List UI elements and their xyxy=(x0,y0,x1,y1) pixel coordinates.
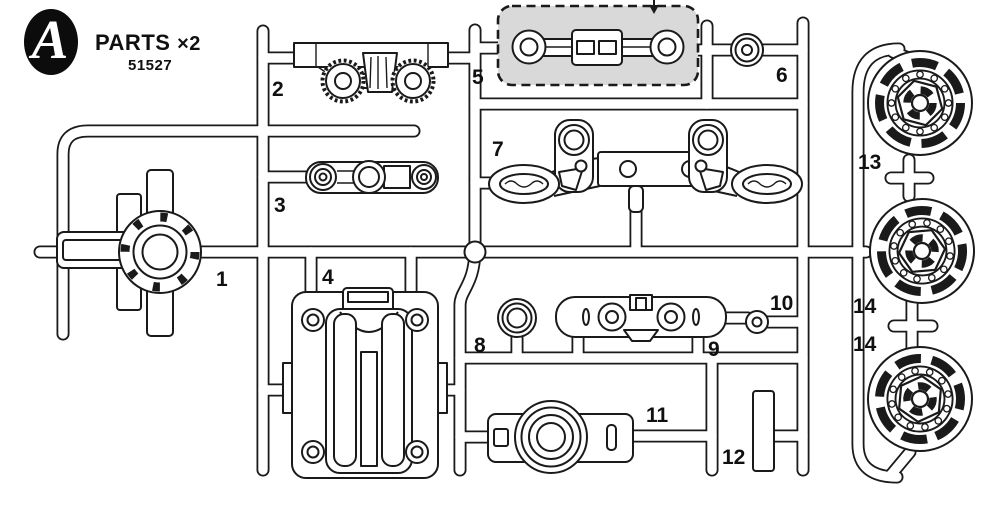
item-number: 51527 xyxy=(128,57,173,74)
part-label-2: 2 xyxy=(272,78,284,101)
sheet-title: PARTS xyxy=(95,30,171,55)
logo-letter: A xyxy=(31,8,69,70)
part-13-brake-disc xyxy=(868,51,972,155)
title-block: PARTS ×2 51527 xyxy=(95,9,201,75)
part-labels: 1 2 3 4 5 6 7 8 9 10 11 12 13 14 14 xyxy=(216,64,881,469)
part-8-bushing-drawing xyxy=(497,298,537,338)
part-10-bushing-drawing xyxy=(745,310,769,334)
part-11-servo-saver-drawing xyxy=(487,400,634,474)
part-label-14a: 14 xyxy=(853,295,877,318)
sprue-runner-frame-inner xyxy=(35,18,937,482)
part-7-damper-stay-drawing xyxy=(488,119,803,213)
part-label-7: 7 xyxy=(492,138,504,161)
part-label-4: 4 xyxy=(322,266,334,289)
part-label-3: 3 xyxy=(274,194,286,217)
part-label-14b: 14 xyxy=(853,333,877,356)
part-label-6: 6 xyxy=(776,64,788,87)
part-5-pointer-arrow xyxy=(649,0,659,14)
part-label-11: 11 xyxy=(646,404,669,427)
part-14-brake-disc-lower xyxy=(860,339,980,459)
part-4-gearbox-plate-drawing xyxy=(282,287,448,479)
part-label-5: 5 xyxy=(472,66,484,89)
quantity-multiplier: ×2 xyxy=(177,33,201,55)
part-label-13: 13 xyxy=(858,151,881,174)
sheet-header: A PARTS ×2 51527 xyxy=(24,9,201,75)
part-label-1: 1 xyxy=(216,268,228,291)
part-12-post-drawing xyxy=(752,390,775,472)
part-6-bushing-drawing xyxy=(730,33,764,67)
part-3-linkage-drawing xyxy=(305,160,439,194)
part-label-10: 10 xyxy=(770,292,793,315)
part-1-steering-upright-drawing xyxy=(56,169,202,337)
part-5-tie-rod-drawing xyxy=(511,29,685,66)
logo-badge-a: A xyxy=(24,9,78,75)
part-label-12: 12 xyxy=(722,446,745,469)
part-label-9: 9 xyxy=(708,338,720,361)
sprue-junction-node xyxy=(463,240,487,264)
part-9-suspension-mount-drawing xyxy=(555,294,727,342)
part-label-8: 8 xyxy=(474,334,486,357)
part-2-mount-drawing xyxy=(293,42,449,104)
